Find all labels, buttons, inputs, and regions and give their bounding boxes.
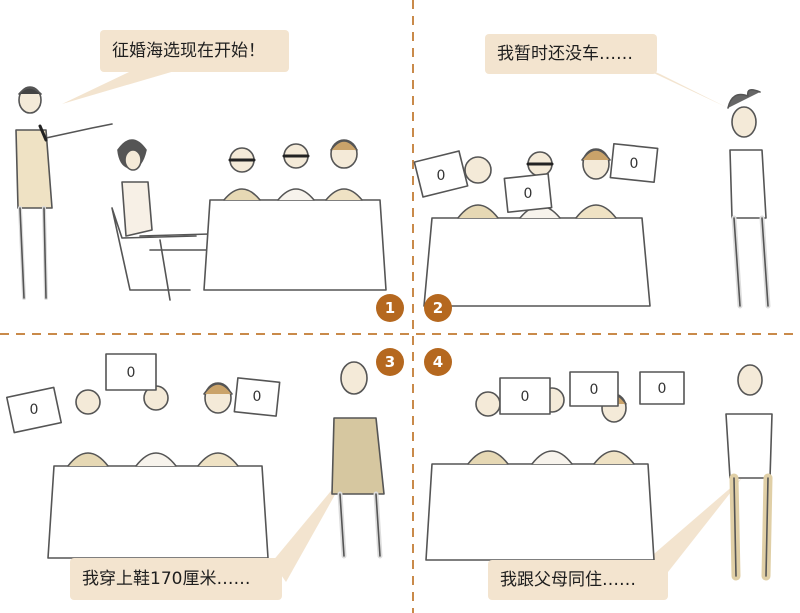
sign-mark: 0	[437, 168, 446, 184]
speech-bubble-1: 征婚海选现在开始！	[100, 30, 289, 72]
judges-panel-1	[223, 139, 363, 201]
bubble-text-2: 我暂时还没车……	[497, 43, 633, 64]
bubble-tail-3	[272, 468, 350, 582]
judges-panel-3	[67, 382, 239, 467]
sign-mark: 0	[127, 365, 136, 381]
panel-number-badge-1: 1	[376, 294, 404, 322]
sign-mark: 0	[253, 389, 262, 405]
sign-mark: 0	[590, 382, 599, 398]
candidate-4-figure	[725, 364, 773, 581]
sign-mark: 0	[524, 186, 533, 202]
speech-bubble-3: 我穿上鞋170厘米……	[70, 558, 282, 600]
bubble-text-4: 我跟父母同住……	[500, 569, 636, 590]
panel-number-badge-4: 4	[424, 348, 452, 376]
seated-woman-figure	[111, 139, 241, 301]
candidate-2-figure	[727, 88, 771, 309]
signs-panel-3	[5, 353, 281, 434]
candidate-3-figure	[331, 361, 385, 559]
sign-mark: 0	[630, 156, 639, 172]
sign-mark: 0	[30, 402, 39, 418]
bubble-tail-1	[62, 62, 185, 104]
signs-panel-2	[413, 142, 659, 214]
table-2	[423, 217, 651, 307]
table-1	[203, 199, 387, 291]
signs-panel-4	[499, 371, 685, 415]
panel-number-badge-2: 2	[424, 294, 452, 322]
speech-bubble-4: 我跟父母同住……	[488, 560, 668, 600]
speech-bubble-2: 我暂时还没车……	[485, 34, 657, 74]
table-3	[47, 465, 269, 559]
panel-number-badge-3: 3	[376, 348, 404, 376]
table-4	[425, 463, 655, 561]
host-figure	[15, 86, 113, 300]
bubble-tail-4	[640, 478, 742, 572]
sign-mark: 0	[658, 381, 667, 397]
bubble-text-1: 征婚海选现在开始！	[112, 40, 265, 61]
bubble-text-3: 我穿上鞋170厘米……	[82, 568, 251, 589]
sign-mark: 0	[521, 389, 530, 405]
